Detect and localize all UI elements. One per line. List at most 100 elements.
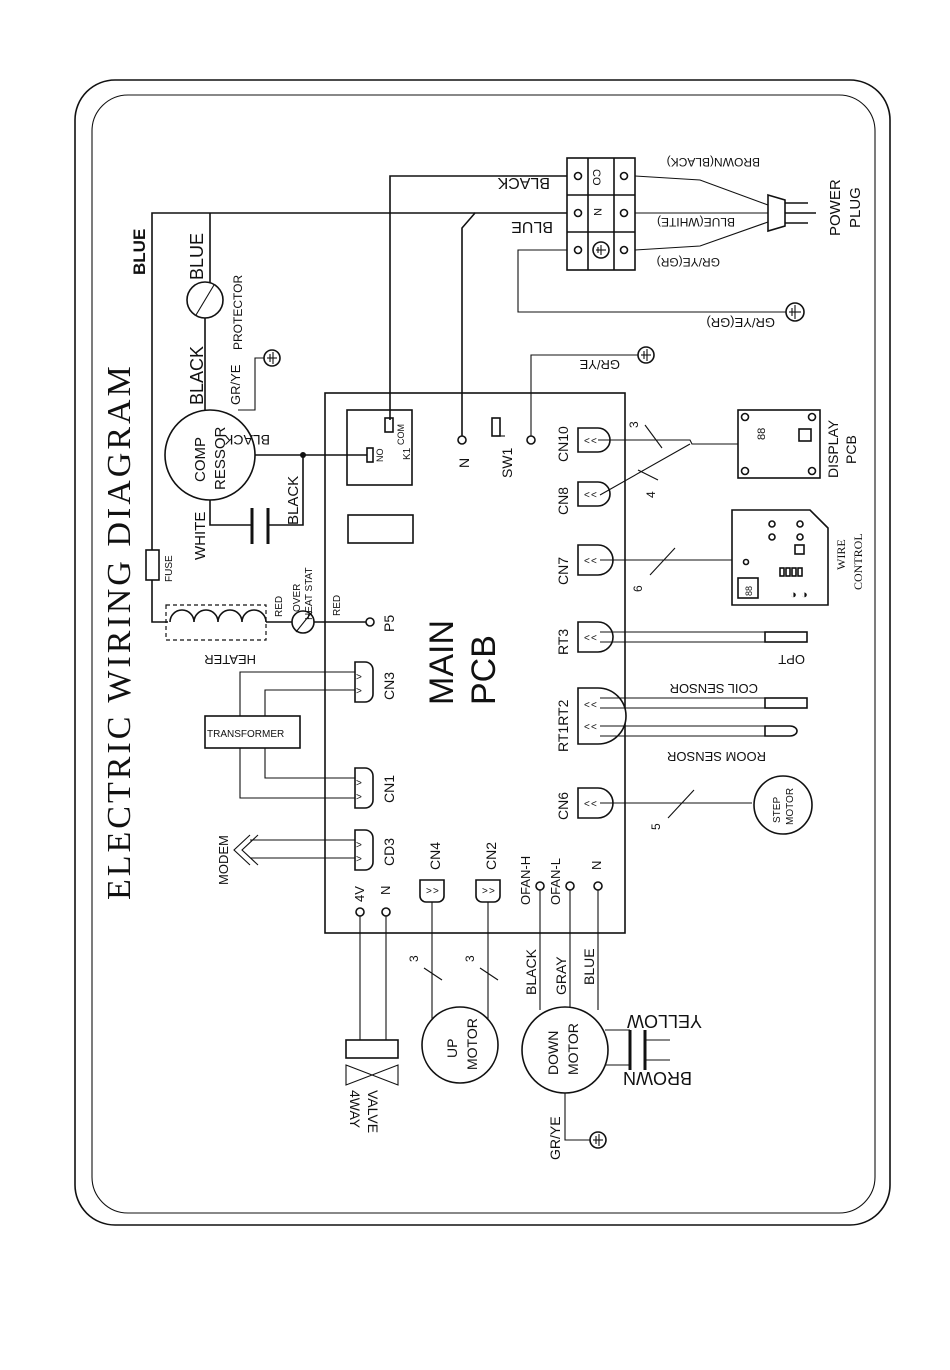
- connector-cn2: >>: [475, 879, 501, 903]
- wire-valve: [359, 916, 387, 1040]
- v4-terminal: [355, 907, 365, 917]
- plug-grye-gr-label: GR/YE(GR): [657, 255, 720, 269]
- run-capacitor: [250, 508, 270, 544]
- wire-plug-co: [634, 175, 769, 206]
- wire-plug-gnd-to-ground: [517, 249, 786, 313]
- step-motor-label: STEP: [772, 797, 783, 823]
- grye-pcb-label: GR/YE: [579, 357, 620, 372]
- terminal-co-label: CO: [590, 169, 602, 186]
- relay-no-contact: [366, 447, 374, 463]
- grye-comp-label: GR/YE: [228, 364, 243, 405]
- blue-top-label: BLUE: [511, 218, 553, 235]
- wire-rt1: [600, 697, 765, 709]
- display-pcb-label: PCB: [843, 435, 859, 464]
- motor-ground-icon: [589, 1131, 607, 1149]
- svg-text:>: >: [426, 886, 432, 897]
- wire-black-com: [389, 175, 567, 420]
- red-label-2: RED: [332, 595, 343, 616]
- svg-text:>: >: [356, 854, 362, 865]
- over-label: OVER: [292, 584, 303, 612]
- svg-text:<: <: [584, 436, 590, 447]
- black-comp-label: BLACK: [187, 346, 207, 405]
- p5-terminal: [365, 617, 375, 627]
- valve-label: VALVE: [365, 1090, 381, 1133]
- transformer: [204, 715, 301, 749]
- cn4-label: CN4: [427, 842, 443, 870]
- up-motor: [421, 1006, 499, 1084]
- cn6-label: CN6: [555, 792, 571, 820]
- grye-motor-label: GR/YE: [547, 1116, 563, 1160]
- pcb-component: [347, 514, 414, 544]
- down-motor-label-2: MOTOR: [565, 1023, 581, 1075]
- relay-no-label: NO: [375, 449, 385, 463]
- wire-comp-white: [209, 500, 252, 526]
- plug-label: PLUG: [847, 187, 864, 228]
- connector-cn3: >>: [354, 661, 374, 703]
- display-seg-label: 88: [756, 428, 768, 440]
- wire-tx-cn3-b: [264, 689, 355, 716]
- cn7-label: CN7: [555, 557, 571, 585]
- svg-text:<: <: [591, 700, 597, 711]
- diagram-title: ELECTRIC WIRING DIAGRAM: [101, 363, 138, 900]
- wire-plug-gnd: [634, 221, 769, 251]
- comp-ground-icon: [263, 349, 281, 367]
- valve-coil: [345, 1039, 399, 1059]
- opt-label: OPT: [778, 652, 805, 667]
- wire-rt3: [600, 631, 765, 643]
- wire-tx-cn1-b: [264, 748, 355, 779]
- wire-tx-cn1-a: [239, 748, 355, 799]
- cn8-label: CN8: [555, 487, 571, 515]
- svg-text:<: <: [591, 633, 597, 644]
- n-terminal: [457, 435, 467, 445]
- fan-black-label: BLACK: [523, 948, 539, 995]
- compressor: [164, 409, 256, 501]
- plug-blue-white-label: BLUE(WHITE): [657, 215, 735, 229]
- fan-n-terminal: [593, 881, 603, 891]
- step-motor: [753, 775, 813, 835]
- tick-cn4: [423, 967, 443, 981]
- blue-left-label: BLUE: [130, 229, 149, 275]
- fan-gray-label: GRAY: [553, 956, 569, 995]
- tick-cn2: [479, 967, 499, 981]
- svg-text:<: <: [591, 556, 597, 567]
- grye-terminal: [526, 435, 536, 445]
- fuse-label: FUSE: [164, 555, 175, 582]
- down-motor-label: DOWN: [545, 1031, 561, 1075]
- pcb-ground-icon: [637, 346, 655, 364]
- wire-motor-cap: [605, 1029, 630, 1066]
- wire-motor-ground: [564, 1093, 590, 1141]
- svg-text:>: >: [356, 672, 362, 683]
- wire-comp-ground: [238, 357, 265, 411]
- plug-ground-icon: [785, 302, 805, 322]
- wire-cap-black: [268, 455, 304, 526]
- coil-sensor: [764, 697, 808, 709]
- wire-control-seg-label: 88: [744, 586, 754, 596]
- connector-cd3: >>: [354, 829, 374, 871]
- svg-text:>: >: [482, 886, 488, 897]
- control-label: CONTROL: [851, 533, 865, 590]
- coil-sensor-label: COIL SENSOR: [670, 681, 758, 696]
- cn10-label: CN10: [555, 426, 571, 462]
- black-run-label: BLACK: [223, 432, 270, 448]
- motor-capacitor: [628, 1030, 647, 1070]
- display-pcb: [737, 409, 821, 479]
- ofan-l-terminal: [565, 881, 575, 891]
- display-led: [798, 428, 812, 442]
- wire-control-screen: [737, 577, 759, 599]
- valve-n-terminal: [381, 907, 391, 917]
- protector-icon: [186, 281, 224, 319]
- p5-label: P5: [381, 615, 397, 632]
- inner-frame: [91, 94, 876, 1214]
- connector-cn7: <<: [577, 544, 614, 576]
- n-terminal-label: N: [456, 458, 472, 468]
- relay-com-label: COM: [396, 424, 406, 445]
- opt-sensor: [764, 631, 808, 643]
- svg-text:<: <: [584, 700, 590, 711]
- red-label-1: RED: [274, 596, 285, 617]
- sw1-switch: [491, 417, 501, 437]
- wire-display: [598, 439, 738, 496]
- wire-rt2: [600, 725, 765, 737]
- display-label: DISPLAY: [825, 419, 841, 478]
- wire-pcb-ground: [530, 354, 638, 436]
